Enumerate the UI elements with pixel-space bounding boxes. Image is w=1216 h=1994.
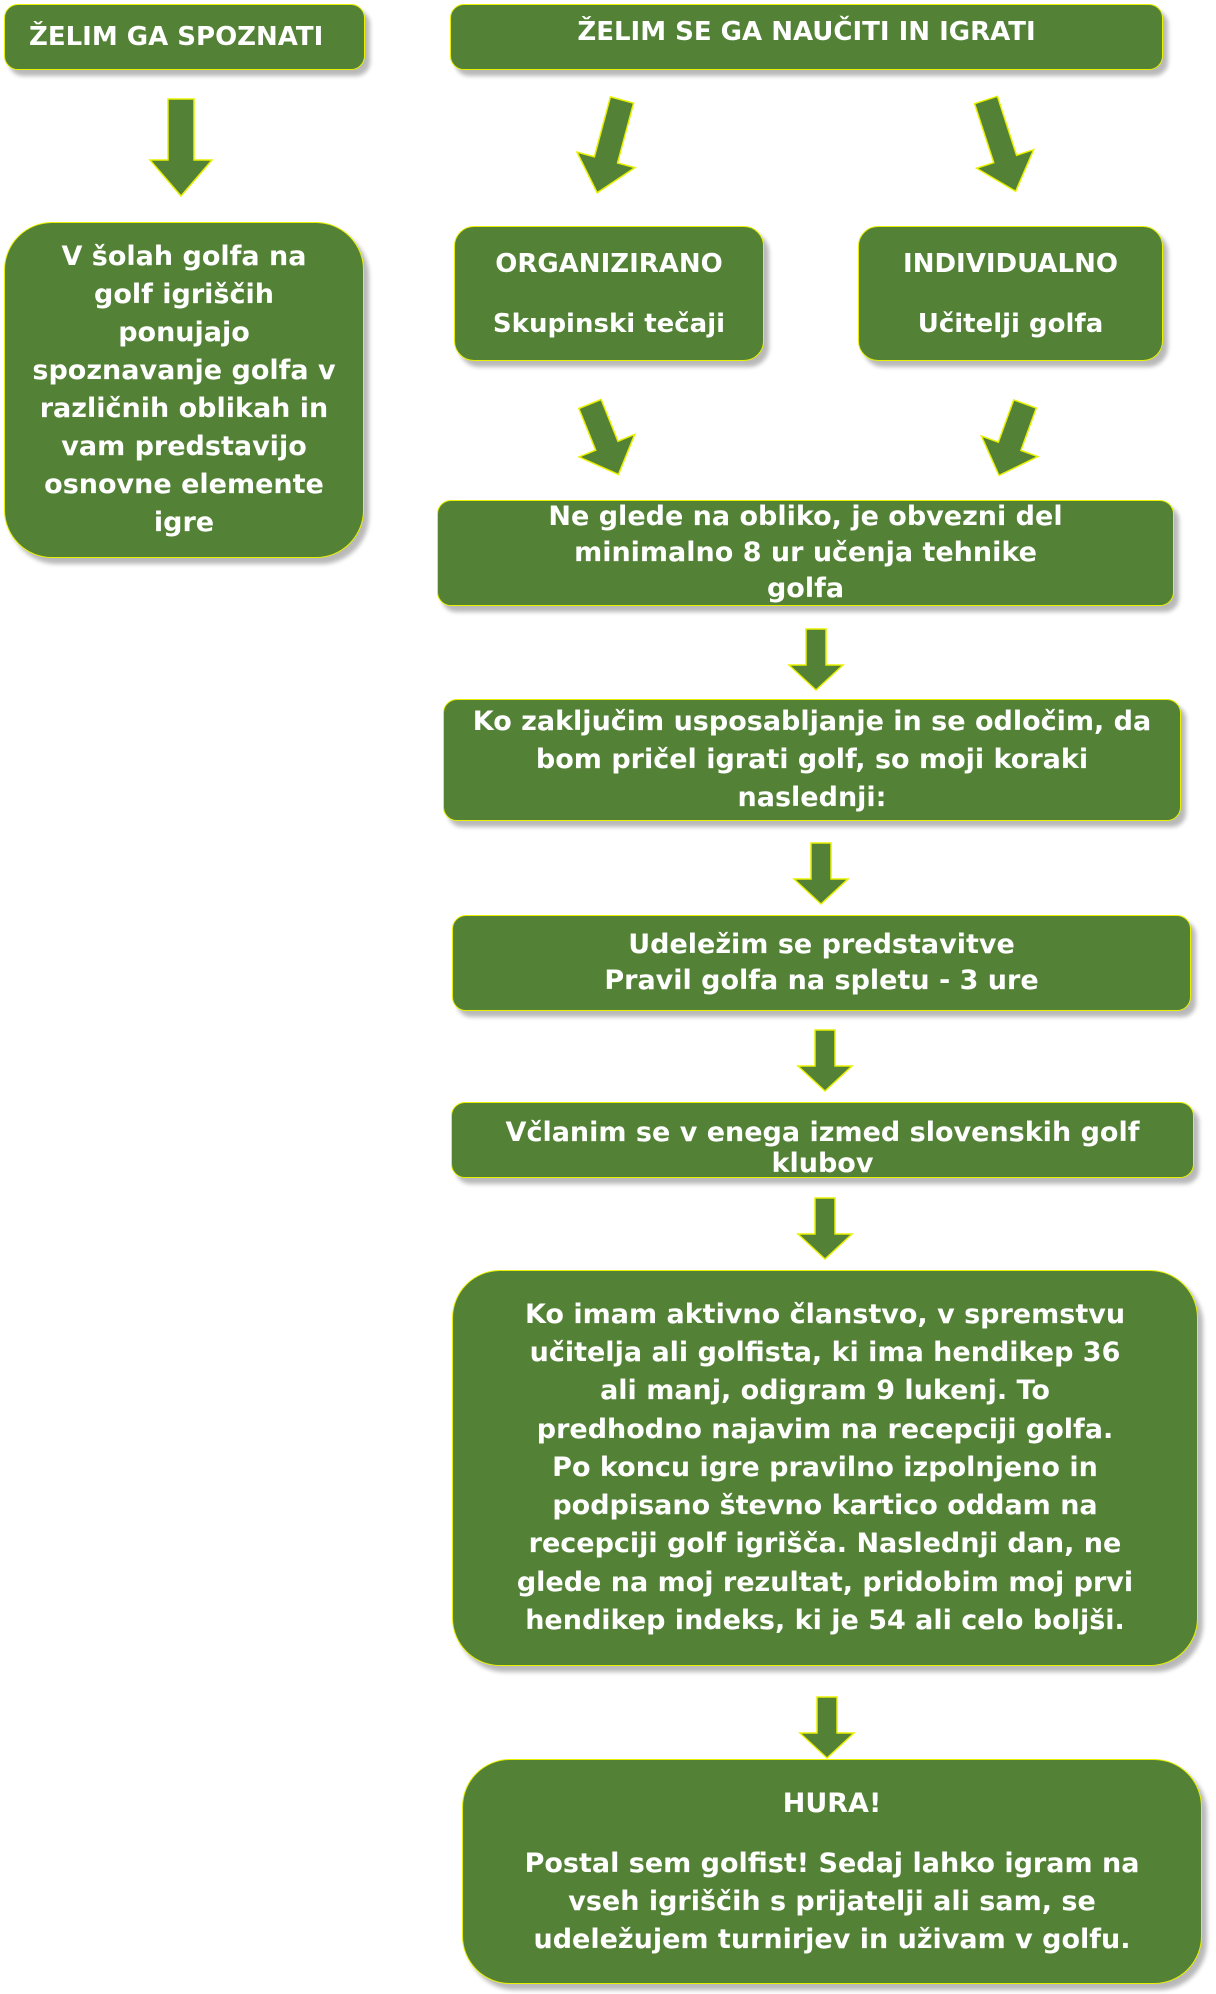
arrow-down-icon [798, 1696, 856, 1760]
step-rules-presentation: Udeležim se predstavitve Pravil golfa na… [452, 915, 1191, 1011]
golf-school-description-text: V šolah golfa na golf igriščih ponujajo … [32, 241, 336, 538]
step-first-round-text: Ko imam aktivno članstvo, v spremstvu uč… [516, 1298, 1134, 1637]
arrow-down-icon [792, 842, 850, 906]
arrow-diagonal-icon [577, 398, 637, 476]
step-join-club-text: Včlanim se v enega izmed slovenskih golf… [505, 1117, 1140, 1179]
step-mandatory-training-text: Ne glede na obliko, je obvezni del minim… [548, 501, 1063, 604]
final-hooray: HURA! Postal sem golfist! Sedaj lahko ig… [462, 1759, 1202, 1984]
arrow-down-icon [787, 628, 845, 692]
step-after-training: Ko zaključim usposabljanje in se odločim… [443, 699, 1181, 821]
arrow-down-icon [796, 1029, 854, 1093]
header-learn-and-play: ŽELIM SE GA NAUČITI IN IGRATI [450, 4, 1163, 70]
arrow-diagonal-icon [980, 398, 1040, 477]
arrow-diagonal-icon [973, 95, 1036, 193]
option-organized-title: ORGANIZIRANO [495, 248, 723, 279]
header-learn-about-label: ŽELIM GA SPOZNATI [29, 22, 324, 52]
step-first-round: Ko imam aktivno članstvo, v spremstvu uč… [452, 1270, 1198, 1666]
arrow-diagonal-icon [575, 95, 637, 194]
step-mandatory-training: Ne glede na obliko, je obvezni del minim… [437, 500, 1174, 606]
option-individual: INDIVIDUALNO Učitelji golfa [858, 226, 1163, 361]
step-join-club: Včlanim se v enega izmed slovenskih golf… [451, 1102, 1194, 1179]
final-hooray-text: Postal sem golfist! Sedaj lahko igram na… [524, 1847, 1140, 1955]
header-learn-about: ŽELIM GA SPOZNATI [4, 4, 365, 70]
final-hooray-title: HURA! [782, 1787, 882, 1819]
option-individual-subtitle: Učitelji golfa [917, 308, 1104, 339]
option-individual-title: INDIVIDUALNO [903, 248, 1118, 279]
option-organized: ORGANIZIRANO Skupinski tečaji [454, 226, 764, 361]
step-after-training-text: Ko zaključim usposabljanje in se odločim… [472, 706, 1152, 813]
arrow-down-icon [148, 98, 214, 198]
option-organized-subtitle: Skupinski tečaji [492, 308, 726, 339]
header-learn-and-play-label: ŽELIM SE GA NAUČITI IN IGRATI [577, 17, 1036, 47]
step-rules-presentation-text: Udeležim se predstavitve Pravil golfa na… [604, 929, 1039, 996]
arrow-down-icon [796, 1197, 854, 1261]
golf-school-description: V šolah golfa na golf igriščih ponujajo … [4, 222, 364, 558]
